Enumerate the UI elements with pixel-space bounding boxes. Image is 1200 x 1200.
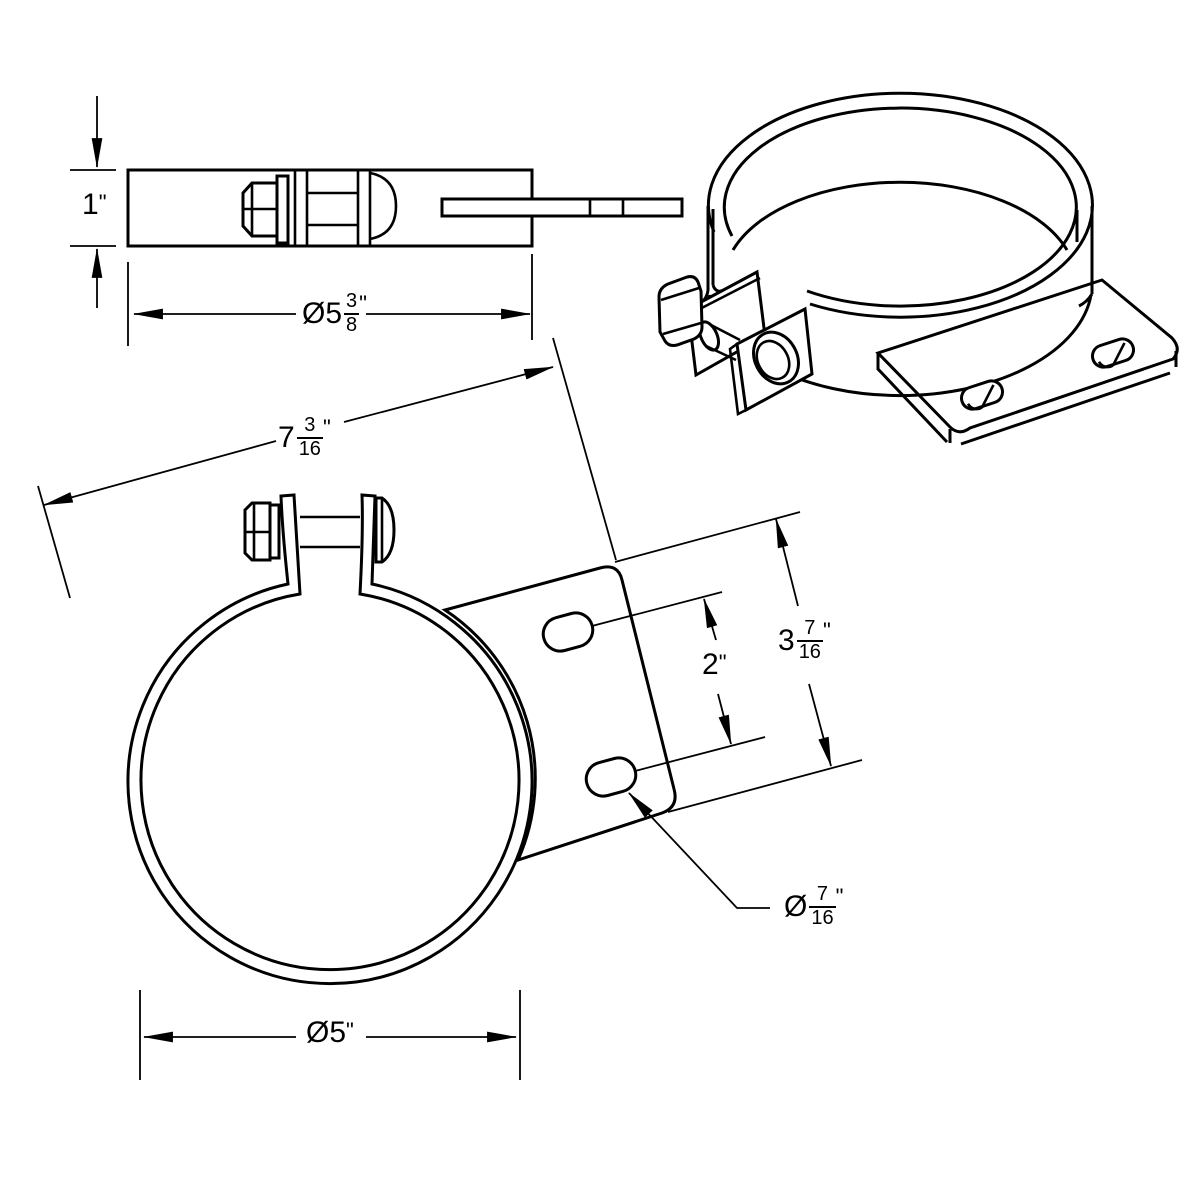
iso-slot-hole-2: [1091, 337, 1135, 369]
bolt-head-side: [369, 171, 398, 241]
bracket-width-extension-bottom: [667, 759, 863, 813]
mounting-tab-side: [440, 197, 684, 218]
slot-spacing-extension-bottom: [634, 736, 766, 772]
iso-rear-flange-edge: [691, 276, 761, 315]
slot-diameter-leader: [628, 792, 770, 909]
bracket-width-arrow-top: [775, 517, 799, 607]
iso-band-left-edge: [696, 206, 725, 308]
iso-inner-far-wall-arc: [731, 180, 1069, 251]
label-pipe-diameter: Ø5": [306, 1016, 354, 1049]
washer-side: [275, 174, 290, 245]
front-hex-nut-facets: [245, 503, 270, 560]
front-clamp-band: [126, 493, 534, 986]
bracket-width-extension-top: [614, 511, 801, 563]
diag-extension-right: [552, 337, 617, 561]
front-slot-hole-1: [541, 611, 595, 653]
mounting-tab-bend-lines: [588, 199, 625, 216]
isometric-view: [657, 91, 1179, 446]
diag-arrow-left: [42, 440, 277, 506]
iso-bracket-plate: [875, 278, 1179, 434]
iso-bracket-thickness: [876, 351, 1178, 446]
front-slot-hole-2: [584, 756, 638, 798]
hex-nut-facets-side: [243, 183, 277, 236]
label-band-width: 1": [82, 188, 107, 221]
iso-hex-nut: [657, 275, 704, 347]
front-bolt-head: [374, 496, 396, 564]
flange-right-side: [356, 170, 372, 246]
iso-slot-hole-1: [960, 379, 1004, 411]
iso-band-right-edge: [1075, 206, 1094, 308]
iso-band-outer-rim: [706, 91, 1094, 319]
band-width-extension-lines: [70, 169, 116, 247]
label-slot-spacing: 2": [702, 648, 727, 681]
bolt-shaft-side: [307, 191, 358, 227]
front-washer: [268, 503, 281, 560]
iso-front-flange-thickness: [728, 342, 747, 416]
flange-left-side: [293, 170, 309, 246]
slot-spacing-extension-top: [591, 591, 723, 627]
iso-bolt-head-inner: [755, 339, 791, 381]
band-od-extension-lines: [127, 254, 533, 346]
iso-band-inner-rim: [722, 106, 1078, 308]
slot-spacing-arrow-bottom: [717, 693, 732, 746]
slot-spacing-arrow-top: [703, 597, 718, 641]
diag-arrow-right: [343, 366, 555, 423]
front-view: [37, 337, 863, 1080]
bracket-width-arrow-bottom: [808, 683, 832, 768]
front-bracket-plate: [441, 565, 677, 863]
iso-hex-nut-facets: [660, 286, 702, 336]
pipe-diameter-extension-lines: [139, 990, 521, 1080]
side-view: [70, 96, 684, 346]
front-bolt-shaft: [300, 515, 360, 549]
